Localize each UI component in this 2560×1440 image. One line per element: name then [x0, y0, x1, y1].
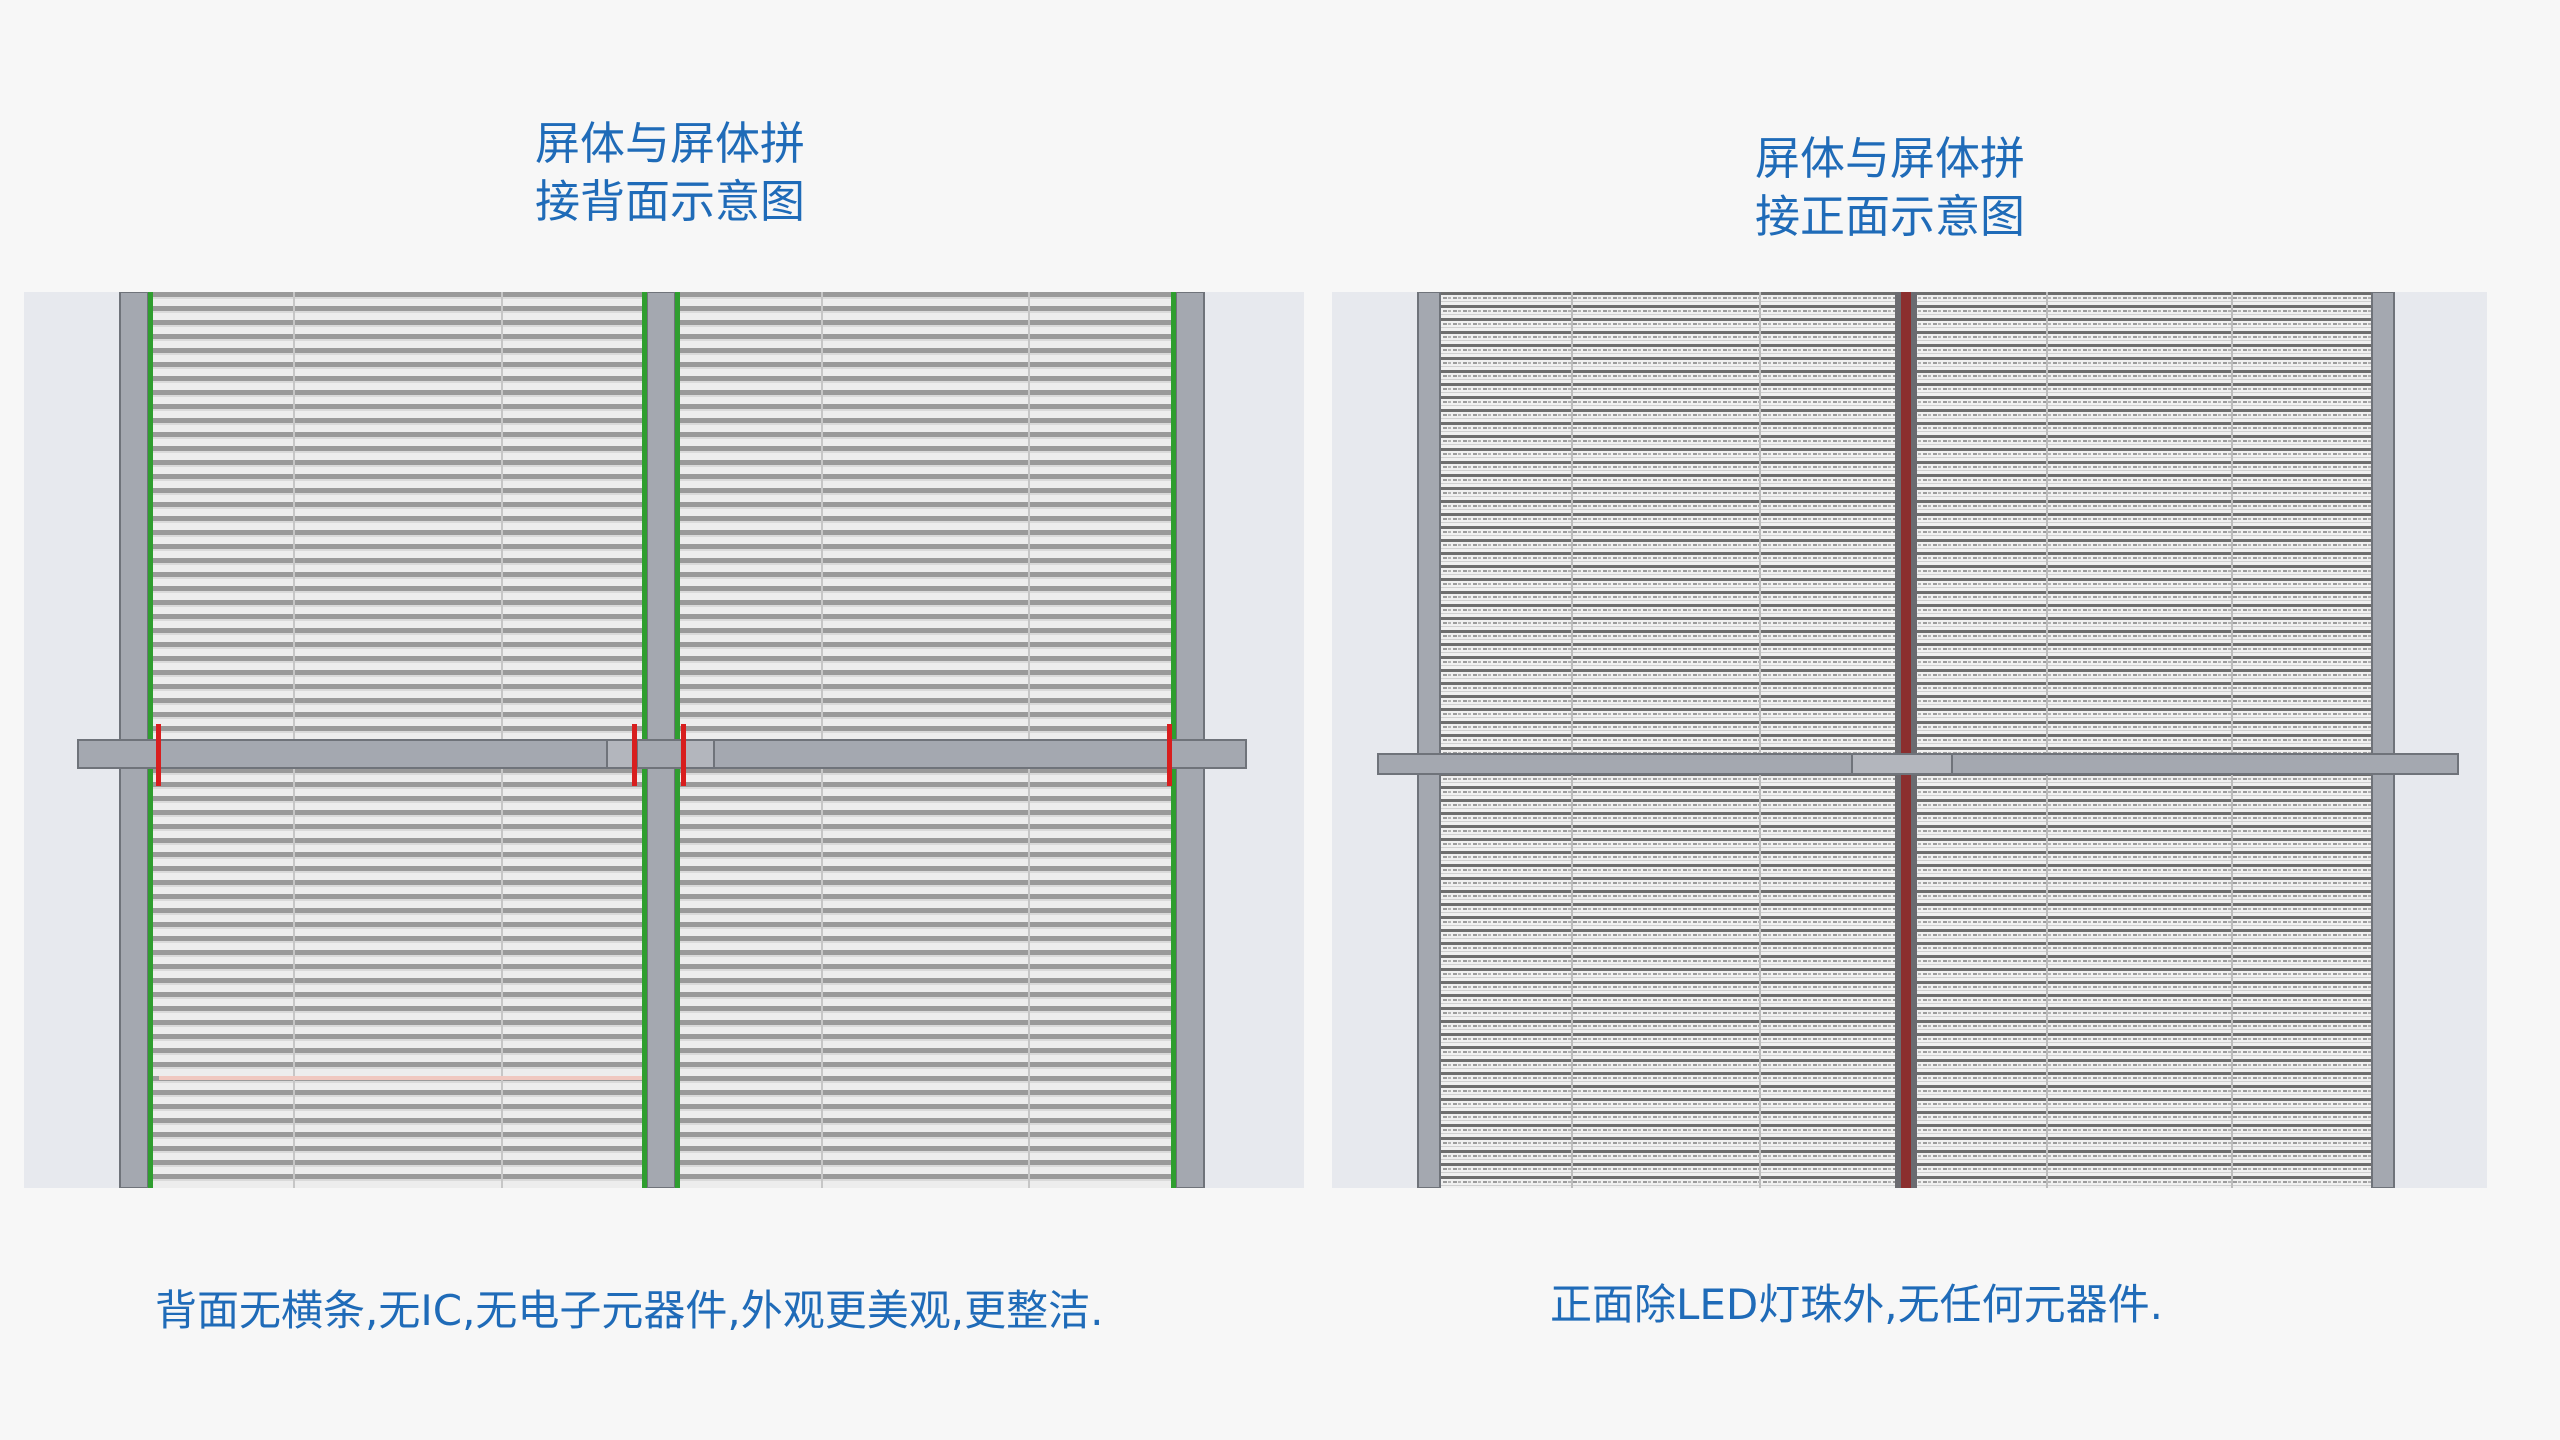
back-splice-diagram	[24, 292, 1304, 1188]
front-caption: 正面除LED灯珠外,无任何元器件.	[1550, 1280, 2163, 1329]
front-screen-module-right	[1917, 292, 2371, 1188]
back-red-clip-4	[1167, 724, 1172, 786]
back-red-clip-1	[156, 724, 161, 786]
front-title-line-2: 接正面示意图	[1754, 190, 2025, 243]
back-diagram-title: 屏体与屏体拼 接背面示意图	[480, 115, 860, 231]
back-red-clip-3	[681, 724, 686, 786]
back-bar-joint-2	[683, 739, 715, 769]
front-left-post	[1417, 292, 1441, 1188]
back-title-line-2: 接背面示意图	[534, 175, 805, 228]
front-splice-diagram	[1332, 292, 2487, 1188]
front-title-line-1: 屏体与屏体拼	[1754, 132, 2025, 185]
back-connecting-bar	[77, 739, 1247, 769]
front-center-seam-red	[1901, 292, 1911, 1188]
front-diagram-title: 屏体与屏体拼 接正面示意图	[1690, 130, 2090, 246]
front-screen-module-left	[1441, 292, 1895, 1188]
front-bar-joint	[1851, 753, 1953, 775]
back-title-line-1: 屏体与屏体拼	[534, 117, 805, 170]
back-red-clip-2	[632, 724, 637, 786]
back-caption: 背面无横条,无IC,无电子元器件,外观更美观,更整洁.	[155, 1286, 1104, 1335]
front-right-post	[2371, 292, 2395, 1188]
